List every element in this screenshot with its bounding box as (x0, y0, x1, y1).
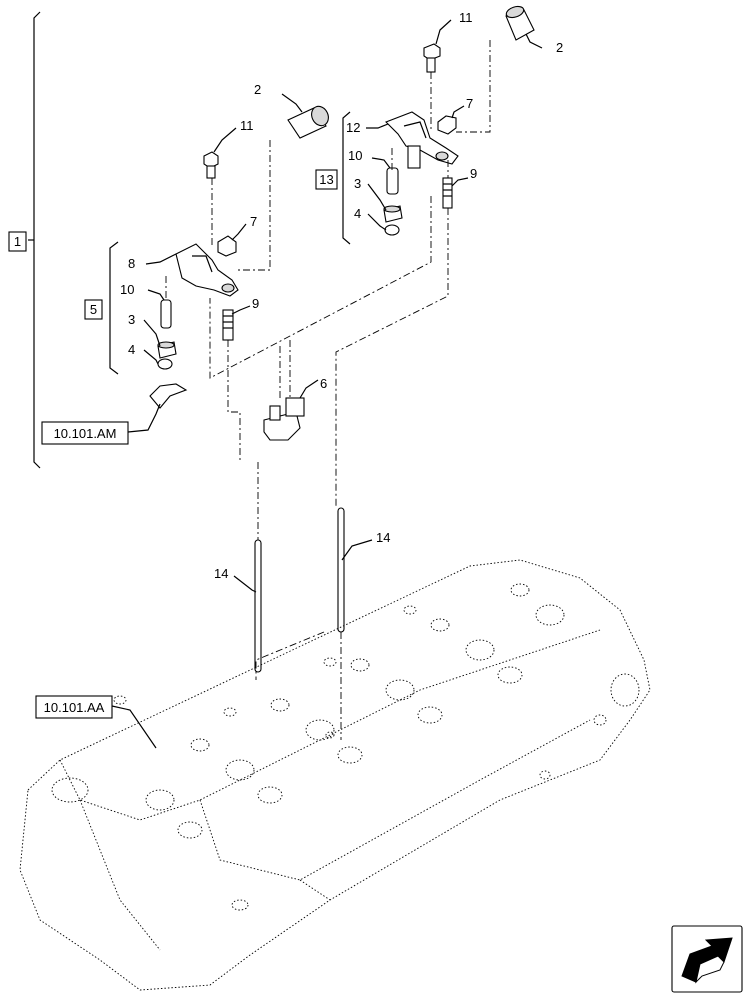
leaders (111, 19, 543, 749)
cap-3-upper (383, 205, 403, 223)
disc-4-left (157, 358, 173, 370)
callout-box-13[interactable]: 13 (315, 169, 338, 190)
callout-7-upper[interactable]: 7 (466, 96, 473, 111)
callout-2-upper[interactable]: 2 (556, 40, 563, 55)
callout-box-1[interactable]: 1 (8, 231, 27, 252)
callout-2-left[interactable]: 2 (254, 82, 261, 97)
cap-3-left (157, 341, 177, 359)
adjusting-screw-9-upper (442, 177, 453, 209)
svg-text:1: 1 (14, 234, 21, 249)
valve-bridge-6 (263, 397, 305, 441)
reference-part-am (149, 383, 188, 409)
callout-9-left[interactable]: 9 (252, 296, 259, 311)
svg-text:10.101.AA: 10.101.AA (44, 700, 105, 715)
nut-7-left (217, 235, 237, 257)
push-rod-14-left (254, 539, 262, 673)
callout-9-upper[interactable]: 9 (470, 166, 477, 181)
sleeve-2-left (287, 105, 329, 139)
bracket-13 (342, 111, 351, 245)
callout-10-upper[interactable]: 10 (348, 148, 362, 163)
callout-14-right[interactable]: 14 (376, 530, 390, 545)
bolt-11-upper (423, 43, 441, 73)
callout-6[interactable]: 6 (320, 376, 327, 391)
callout-box-5[interactable]: 5 (84, 299, 103, 320)
svg-text:5: 5 (90, 302, 97, 317)
sleeve-2-upper (505, 5, 535, 41)
assembly-lines (165, 40, 491, 740)
callout-3-upper[interactable]: 3 (354, 176, 361, 191)
disc-4-upper (384, 224, 400, 236)
push-rod-14-right (337, 507, 345, 633)
callout-11-upper[interactable]: 11 (459, 10, 473, 25)
next-page-arrow-icon[interactable] (671, 925, 743, 993)
cylinder-head (19, 559, 651, 991)
callout-4-left[interactable]: 4 (128, 342, 135, 357)
callout-12[interactable]: 12 (346, 120, 360, 135)
pin-10-left (160, 299, 172, 329)
callout-7-left[interactable]: 7 (250, 214, 257, 229)
reference-box-10-101-am[interactable]: 10.101.AM (41, 421, 129, 445)
callout-14-left[interactable]: 14 (214, 566, 228, 581)
callout-11-left[interactable]: 11 (240, 118, 254, 133)
callout-4-upper[interactable]: 4 (354, 206, 361, 221)
bracket-1 (33, 11, 41, 469)
bolt-11-left (203, 151, 219, 179)
callout-3-left[interactable]: 3 (128, 312, 135, 327)
reference-box-10-101-aa[interactable]: 10.101.AA (35, 695, 113, 719)
nut-7-upper (437, 115, 457, 135)
pin-10-upper (386, 167, 399, 195)
adjusting-screw-9-left (222, 309, 234, 341)
callout-10-left[interactable]: 10 (120, 282, 134, 297)
svg-text:13: 13 (319, 172, 333, 187)
rocker-arm-8 (175, 243, 239, 297)
svg-text:10.101.AM: 10.101.AM (54, 426, 117, 441)
bracket-5 (109, 241, 119, 375)
rocker-arm-12 (385, 111, 459, 169)
callout-8[interactable]: 8 (128, 256, 135, 271)
